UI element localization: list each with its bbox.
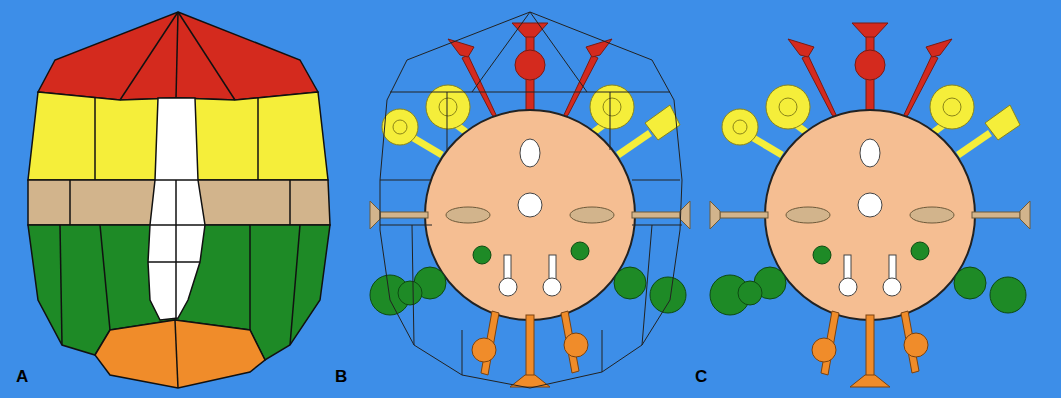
cell-naked: [710, 23, 1030, 387]
panel-letter: A: [16, 368, 28, 385]
theca-plates: [28, 12, 330, 388]
cell-with-theca: [370, 12, 690, 388]
panel-letter: C: [695, 368, 707, 385]
panel-letter: B: [335, 368, 347, 385]
